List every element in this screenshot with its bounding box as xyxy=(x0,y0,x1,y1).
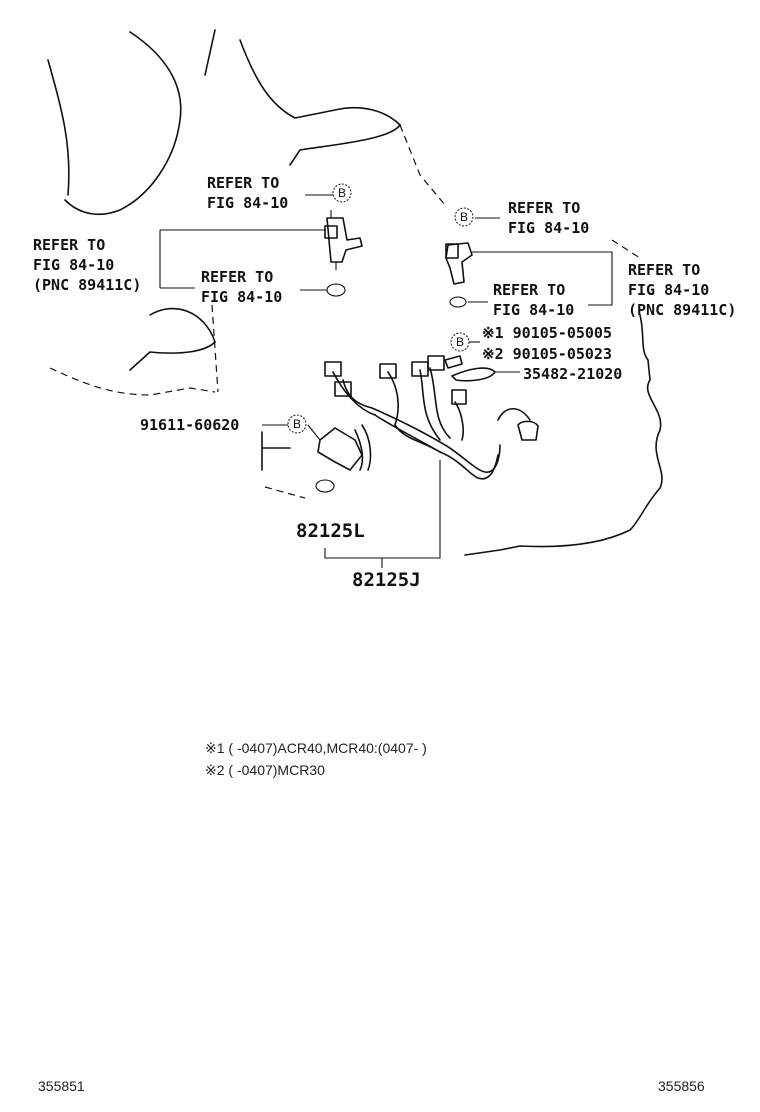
part-number-clamp[interactable]: 35482-21020 xyxy=(523,365,622,383)
fig-label: FIG 84-10 xyxy=(207,194,288,212)
refer-to-label: REFER TO xyxy=(207,174,279,192)
clamp-part xyxy=(451,367,496,382)
part-number-bolt-left[interactable]: 91611-60620 xyxy=(140,416,239,434)
wire-harness xyxy=(307,355,539,480)
engine-outline xyxy=(47,29,663,556)
pnc-label: (PNC 89411C) xyxy=(628,301,736,319)
fig-label: FIG 84-10 xyxy=(493,301,574,319)
part-number-harness[interactable]: 82125J xyxy=(352,569,421,591)
illustration-code-left: 355851 xyxy=(38,1078,85,1094)
fig-label: FIG 84-10 xyxy=(508,219,589,237)
part-number-bolt-1[interactable]: ※1 90105-05005 xyxy=(482,324,612,342)
fig-label: FIG 84-10 xyxy=(628,281,709,299)
fig-label: FIG 84-10 xyxy=(201,288,282,306)
part-number-o-ring[interactable]: 82125L xyxy=(296,520,365,542)
b-marker-left-bolt xyxy=(287,414,307,434)
harness-connector xyxy=(317,427,363,471)
b-marker-label: B xyxy=(338,186,346,200)
applicability-note-1: ※1 ( -0407)ACR40,MCR40:(0407- ) xyxy=(205,740,427,756)
refer-to-label: REFER TO xyxy=(201,268,273,286)
speed-sensor-right xyxy=(445,242,473,285)
b-marker-label: B xyxy=(460,210,468,224)
part-number-bolt-2[interactable]: ※2 90105-05023 xyxy=(482,345,612,363)
refer-to-label: REFER TO xyxy=(628,261,700,279)
o-ring-82125L xyxy=(315,479,335,493)
applicability-note-2: ※2 ( -0407)MCR30 xyxy=(205,762,325,778)
harness-leader xyxy=(324,460,441,559)
refer-to-label: REFER TO xyxy=(508,199,580,217)
left-sensor-group: B xyxy=(159,183,363,297)
left-bolt-callout: B xyxy=(262,414,307,434)
refer-to-label: REFER TO xyxy=(33,236,105,254)
speed-sensor-left xyxy=(324,210,363,270)
refer-to-label: REFER TO xyxy=(493,281,565,299)
b-marker-right-top xyxy=(454,207,474,227)
b-marker-label: B xyxy=(293,417,301,431)
bolt-clamp-group: B xyxy=(444,332,520,382)
b-marker-label: B xyxy=(456,335,464,349)
b-marker-left-top xyxy=(332,183,352,203)
fig-label: FIG 84-10 xyxy=(33,256,114,274)
harness-clip xyxy=(517,420,539,441)
right-sensor-group: B xyxy=(445,207,613,308)
o-ring-left xyxy=(326,283,346,297)
illustration-code-right: 355856 xyxy=(658,1078,705,1094)
pnc-label: (PNC 89411C) xyxy=(33,276,141,294)
o-ring-right xyxy=(449,296,467,308)
